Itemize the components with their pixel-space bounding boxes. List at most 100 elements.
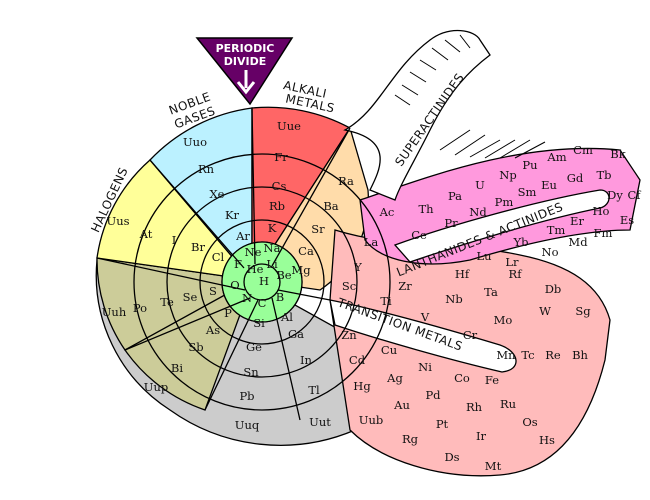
element-pa: Pa — [448, 189, 462, 203]
element-ti: Ti — [380, 294, 392, 308]
element-md: Md — [568, 235, 588, 249]
element-uuo: Uuo — [183, 135, 207, 149]
element-fr: Fr — [274, 150, 288, 164]
element-ga: Ga — [288, 327, 304, 341]
element-rb: Rb — [269, 199, 285, 213]
element-te: Te — [160, 295, 174, 309]
element-dy: Dy — [607, 188, 623, 202]
element-cs: Cs — [272, 179, 287, 193]
element-ac: Ac — [379, 205, 395, 219]
element-n: N — [242, 291, 252, 305]
periodic-divide-line1: PERIODIC — [216, 42, 275, 55]
element-ta: Ta — [484, 285, 498, 299]
element-bh: Bh — [572, 348, 588, 362]
element-lr: Lr — [505, 255, 519, 269]
element-th: Th — [418, 202, 434, 216]
element-np: Np — [499, 168, 516, 182]
element-tb: Tb — [596, 168, 611, 182]
region-red — [251, 106, 351, 283]
element-fe: Fe — [485, 373, 499, 387]
element-in: In — [300, 353, 313, 367]
element-gd: Gd — [567, 171, 584, 185]
element-uuq: Uuq — [235, 418, 260, 432]
element-nd: Nd — [469, 205, 487, 219]
element-sc: Sc — [342, 279, 356, 293]
element-uus: Uus — [107, 214, 130, 228]
element-cf: Cf — [627, 188, 641, 202]
element-mg: Mg — [291, 263, 311, 277]
element-sb: Sb — [188, 340, 203, 354]
element-o: O — [230, 278, 239, 292]
element-he: He — [247, 262, 264, 276]
element-hg: Hg — [353, 379, 371, 393]
element-hf: Hf — [455, 267, 470, 281]
element-ds: Ds — [444, 450, 459, 464]
element-ba: Ba — [323, 199, 338, 213]
element-symbols: UueFrCsRbKNaLiHHeNeArKrXeRnUuoRaBaSrCaMg… — [102, 119, 642, 473]
element-sg: Sg — [575, 304, 591, 318]
element-li: Li — [266, 257, 278, 271]
element-rf: Rf — [509, 267, 523, 281]
element-ho: Ho — [593, 204, 610, 218]
element-mn: Mn — [496, 348, 516, 362]
element-mo: Mo — [494, 313, 513, 327]
element-uub: Uub — [359, 413, 383, 427]
element-kr: Kr — [225, 208, 240, 222]
element-se: Se — [183, 290, 198, 304]
element-al: Al — [280, 310, 293, 324]
element-ne: Ne — [245, 245, 262, 259]
element-ra: Ra — [338, 174, 354, 188]
region-superactinides — [343, 29, 491, 201]
element-uup: Uup — [144, 380, 168, 394]
element-am: Am — [546, 150, 566, 164]
element-ca: Ca — [298, 244, 314, 258]
element-w: W — [539, 304, 551, 318]
element-na: Na — [264, 241, 281, 255]
region-yellow — [96, 159, 254, 281]
radial-dividers — [96, 107, 351, 421]
element-pd: Pd — [425, 388, 441, 402]
element-ir: Ir — [476, 429, 487, 443]
element-ce: Ce — [411, 228, 427, 242]
element-sr: Sr — [311, 222, 325, 236]
element-rg: Rg — [402, 432, 419, 446]
element-y: Y — [353, 260, 362, 274]
element-cl: Cl — [212, 250, 225, 264]
element-pm: Pm — [495, 195, 514, 209]
superactinide-hatches — [394, 34, 546, 159]
region-cyan — [149, 107, 253, 282]
element-au: Au — [393, 398, 410, 412]
element-tc: Tc — [521, 348, 534, 362]
element-pr: Pr — [444, 216, 458, 230]
element-zn: Zn — [341, 328, 357, 342]
element-uue: Uue — [277, 119, 301, 133]
element-rh: Rh — [466, 400, 483, 414]
element-br: Br — [191, 240, 205, 254]
element-fm: Fm — [594, 226, 613, 240]
element-p: P — [224, 306, 232, 320]
element-mt: Mt — [485, 459, 502, 473]
element-sm: Sm — [518, 185, 537, 199]
element-er: Er — [570, 214, 584, 228]
element-bk: Bk — [610, 147, 626, 161]
lanthanide-gap — [393, 189, 610, 263]
periodic-divide-line2: DIVIDE — [224, 55, 266, 68]
element-cr: Cr — [463, 328, 478, 342]
element-uuh: Uuh — [102, 305, 127, 319]
element-cd: Cd — [349, 353, 366, 367]
element-at: At — [139, 227, 153, 241]
element-pb: Pb — [239, 389, 254, 403]
element-cu: Cu — [381, 343, 397, 357]
element-re: Re — [545, 348, 561, 362]
element-os: Os — [522, 415, 537, 429]
element-s: S — [209, 284, 217, 298]
element-u: U — [475, 178, 485, 192]
element-yb: Yb — [513, 235, 529, 249]
element-nb: Nb — [445, 292, 462, 306]
element-ar: Ar — [235, 229, 250, 243]
element-pu: Pu — [522, 158, 537, 172]
element-as: As — [205, 323, 220, 337]
element-lu: Lu — [476, 249, 491, 263]
